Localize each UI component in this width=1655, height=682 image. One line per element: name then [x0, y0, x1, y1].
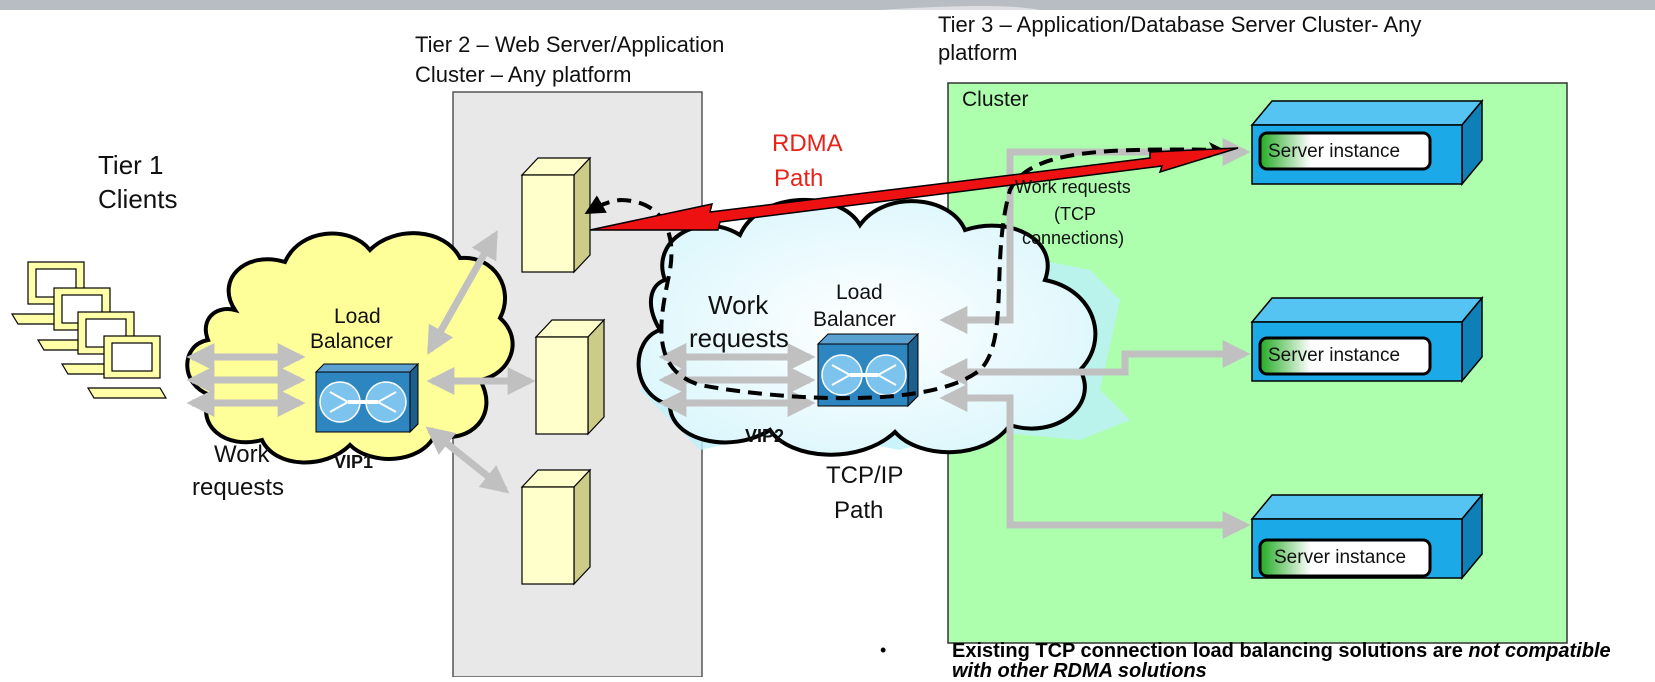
- rdma-label-line2: Path: [774, 165, 824, 192]
- server-instance-box-2: [1250, 295, 1484, 384]
- work-requests-mid-line2: requests: [689, 323, 789, 353]
- work-requests-mid-line1: Work: [708, 290, 769, 320]
- footer-bold-text: Existing TCP connection load balancing s…: [952, 640, 1463, 662]
- clients-label: Clients: [98, 184, 178, 214]
- client-arrows: [186, 343, 306, 417]
- tier1-label: Tier 1: [98, 150, 164, 180]
- cluster-label: Cluster: [962, 88, 1029, 111]
- client-computers-icon: [10, 261, 168, 399]
- server-instance-label-3: Server instance: [1274, 547, 1407, 568]
- lb2-label-line1: Load: [836, 281, 883, 304]
- lb1-label-line2: Balancer: [310, 330, 393, 353]
- tcp-work-requests-line3: connections): [1022, 228, 1125, 248]
- load-balancer-2-icon: [816, 332, 920, 408]
- server-instance-box-3: [1250, 492, 1484, 581]
- load-balancer-1-icon: [314, 362, 420, 434]
- tier2-title-line1: Tier 2 – Web Server/Application: [415, 32, 725, 57]
- tier2-title-line2: Cluster – Any platform: [415, 62, 632, 87]
- tcp-work-requests-line1: Work requests: [1015, 177, 1131, 197]
- lb2-label-line2: Balancer: [813, 308, 896, 331]
- tcp-work-requests-line2: (TCP: [1054, 204, 1096, 224]
- lb1-to-tier2-arrows: [425, 230, 536, 494]
- rdma-label-line1: RDMA: [772, 130, 843, 157]
- tcpip-label-line2: Path: [834, 497, 884, 524]
- tier3-title-line2: platform: [938, 40, 1018, 65]
- tier3-title-line1: Tier 3 – Application/Database Server Clu…: [938, 12, 1422, 37]
- dashed-connection-path: [584, 147, 1229, 401]
- tier2-server-middle: [534, 318, 606, 436]
- lb1-label-line1: Load: [334, 305, 381, 328]
- top-banner: [0, 0, 1655, 10]
- tier2-server-top: [520, 156, 592, 274]
- server-instance-label-1: Server instance: [1268, 141, 1401, 162]
- rdma-path-arrow: [589, 147, 1239, 231]
- work-requests-left-line2: requests: [192, 474, 285, 501]
- vip1-label: VIP1: [334, 452, 374, 472]
- server-instance-box-1: [1250, 98, 1484, 187]
- work-requests-left-line1: Work: [214, 441, 270, 468]
- server-instance-label-2: Server instance: [1268, 345, 1401, 366]
- footer-italic-text: not compatible with other RDMA solutions: [952, 640, 1611, 682]
- vip2-label: VIP2: [745, 426, 785, 446]
- footer-note: Existing TCP connection load balancing s…: [952, 641, 1652, 681]
- tier2-server-bottom: [520, 468, 592, 586]
- footer-bullet: •: [880, 640, 887, 660]
- tcpip-label-line1: TCP/IP: [826, 462, 904, 489]
